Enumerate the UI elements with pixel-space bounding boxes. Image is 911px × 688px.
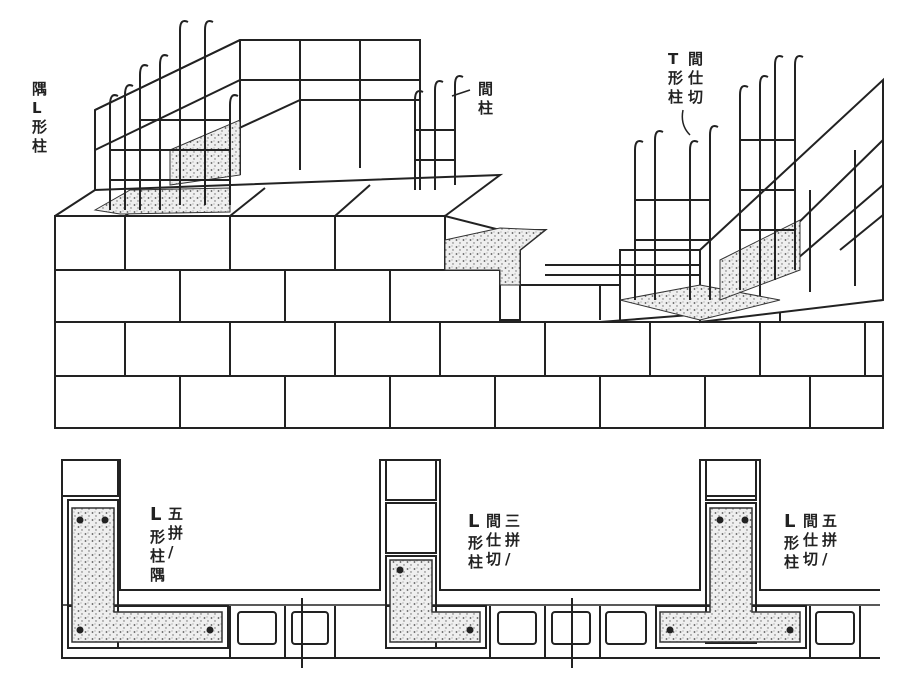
- rebar-plan: [76, 516, 794, 668]
- label-corner-l-column: 隅 L 形 柱: [32, 80, 48, 155]
- t-column-leader: [681, 109, 691, 136]
- mid-column-leader: [451, 89, 471, 97]
- label-mid-column: 間 柱: [478, 80, 494, 117]
- label-plan-mid-partition: 間 仕 切: [486, 512, 502, 568]
- grout-fill-plan: [71, 507, 801, 643]
- label-plan-left-blocks: 五 拼 /: [168, 505, 184, 561]
- label-plan-right-type: 形 柱: [784, 534, 800, 571]
- label-plan-left-type: 形 柱 隅: [150, 528, 166, 584]
- label-plan-right-partition: 間 仕 切: [803, 512, 819, 568]
- label-plan-left-shape: L: [150, 504, 162, 525]
- label-plan-right-blocks: 五 拼 /: [822, 512, 838, 568]
- label-plan-right-shape: L: [784, 511, 796, 532]
- block-wall-plan: [61, 459, 880, 659]
- block-wall-elevation: [54, 39, 884, 429]
- label-plan-mid-type: 形 柱: [468, 534, 484, 571]
- label-t-column: T 形 柱: [668, 50, 684, 106]
- label-plan-mid-blocks: 三 拼 /: [505, 512, 521, 568]
- rebar-cage-upper: [109, 20, 804, 300]
- label-plan-mid-shape: L: [468, 511, 480, 532]
- label-t-column-sub: 間 仕 切: [688, 50, 704, 106]
